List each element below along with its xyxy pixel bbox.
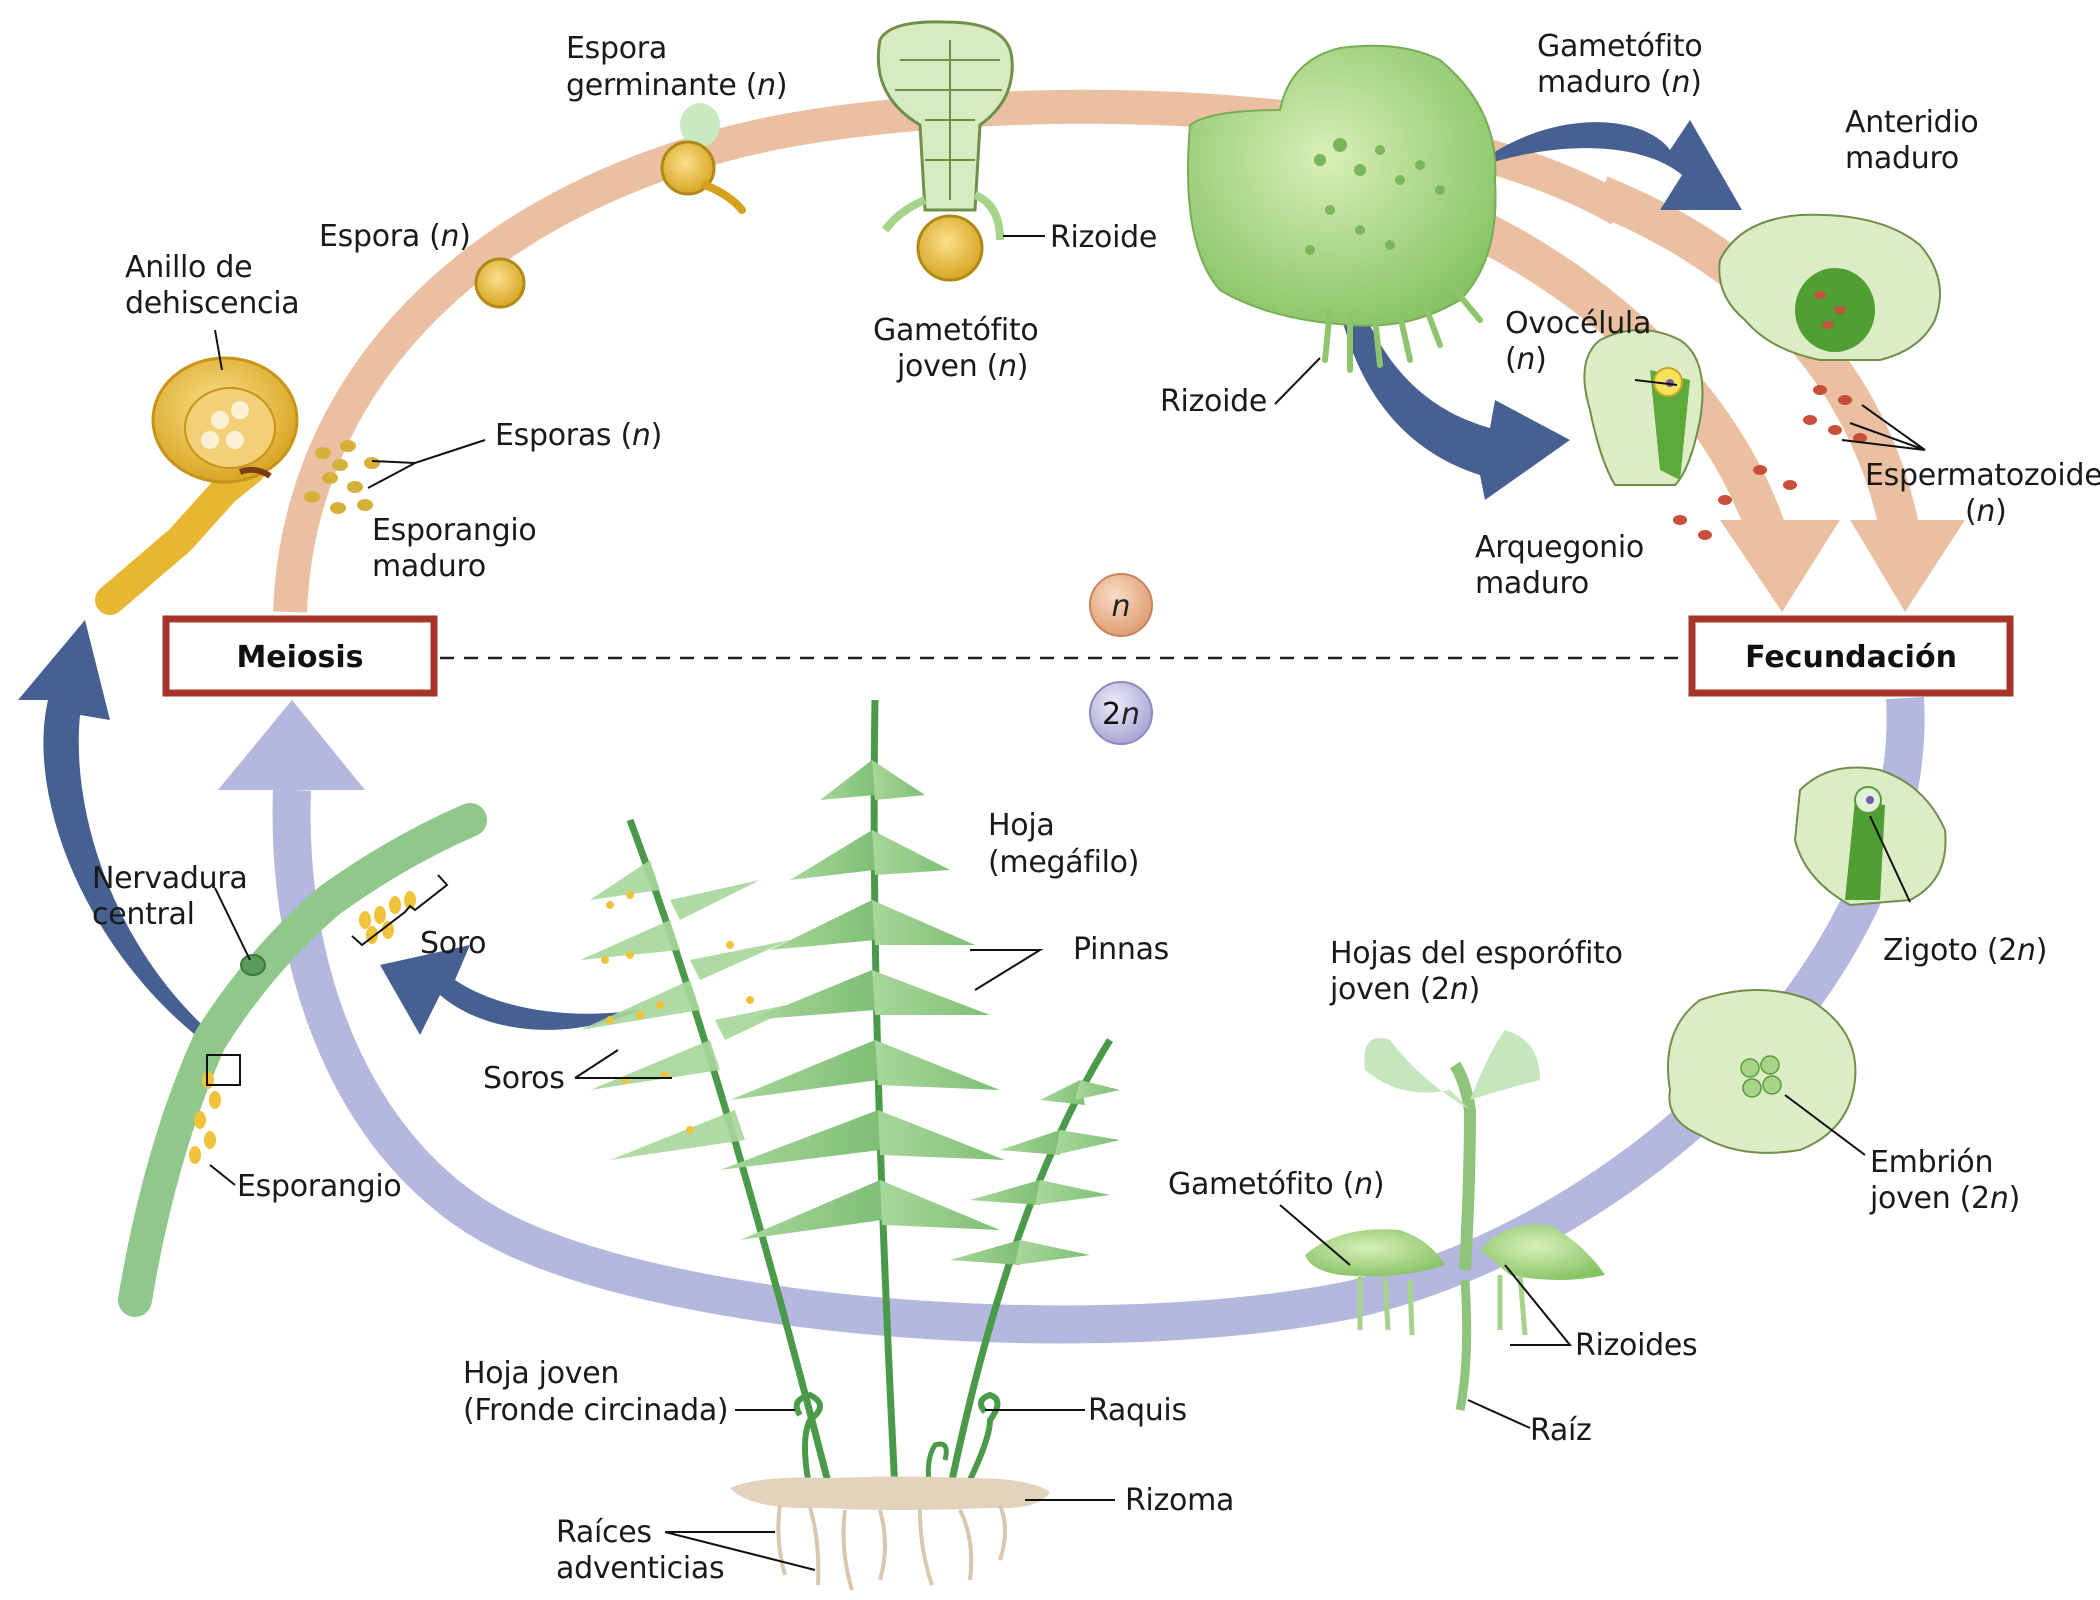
- label-soros: Soros: [483, 1061, 565, 1096]
- label-esporangio: Esporangio: [237, 1169, 401, 1204]
- label-esporangio-maduro-line1: Esporangio: [372, 513, 536, 548]
- fecundacion-label: Fecundación: [1745, 640, 1957, 675]
- label-soro: Soro: [420, 926, 486, 961]
- label-raices-line1: Raíces: [556, 1515, 652, 1550]
- ploidy-n-badge: n: [1089, 573, 1153, 637]
- process-arrow-soros-to-soro: [380, 945, 640, 1035]
- label-hojas-esporofito-line2: joven (2n): [1329, 972, 1480, 1007]
- label-espermatozoide-line1: Espermatozoide: [1865, 458, 2100, 493]
- label-hoja-megafilo-line2: (megáfilo): [988, 845, 1139, 880]
- young-embryo-illustration: [1667, 989, 1857, 1154]
- young-sporophyte-illustration: [1305, 1030, 1605, 1411]
- fecundacion-stage-box: Fecundación: [1688, 615, 2014, 697]
- label-embrion-line1: Embrión: [1870, 1145, 1993, 1180]
- antheridium-illustration: [1718, 213, 1941, 361]
- zygote-illustration: [1793, 766, 1947, 907]
- process-arrow-gametophyte-to-antheridium: [1470, 120, 1742, 210]
- label-espora-germinante-line1: Espora: [566, 31, 667, 66]
- label-nervadura-line2: central: [92, 897, 195, 932]
- label-esporangio-maduro-line2: maduro: [372, 549, 486, 584]
- sperm-cells: [1673, 385, 1867, 540]
- ploidy-n-label: n: [1111, 589, 1130, 624]
- label-rizoide-maduro: Rizoide: [1160, 384, 1267, 419]
- label-gametofito-maduro-line1: Gametófito: [1537, 29, 1702, 64]
- germinating-spore-illustration: [660, 103, 746, 214]
- label-rizoides: Rizoides: [1575, 1328, 1697, 1363]
- label-embrion-line2: joven (2n): [1869, 1181, 2020, 1216]
- label-raices-line2: adventicias: [556, 1551, 724, 1586]
- label-hoja-joven-line1: Hoja joven: [463, 1356, 619, 1391]
- sporangium-detail-box: [206, 1054, 241, 1086]
- label-rizoide-joven: Rizoide: [1050, 220, 1157, 255]
- label-ovocelula-line2: (n): [1505, 342, 1547, 377]
- released-spores: [304, 440, 380, 514]
- label-arquegonio-line2: maduro: [1475, 566, 1589, 601]
- label-raquis: Raquis: [1088, 1393, 1187, 1428]
- label-anillo-line1: Anillo de: [125, 250, 252, 285]
- label-esporas: Esporas (n): [495, 418, 662, 453]
- archegonium-illustration: [1583, 329, 1704, 486]
- label-anillo-line2: dehiscencia: [125, 286, 299, 321]
- haploid-arrowhead-left: [1720, 520, 1840, 612]
- label-hoja-joven-line2: (Fronde circinada): [463, 1393, 728, 1428]
- pinna-detail-illustration: [118, 803, 487, 1317]
- label-anteridio-line1: Anteridio: [1845, 105, 1978, 140]
- label-gametofito-joven-line1: Gametófito: [873, 313, 1038, 348]
- meiosis-label: Meiosis: [236, 640, 363, 675]
- label-espermatozoide-line2: (n): [1965, 494, 2007, 529]
- label-ovocelula-line1: Ovocélula: [1505, 306, 1651, 341]
- label-hoja-megafilo-line1: Hoja: [988, 808, 1054, 843]
- label-espora-germinante-line2: germinante (n): [566, 68, 787, 103]
- ploidy-2n-badge: 2n: [1089, 681, 1153, 745]
- spore-illustration: [474, 257, 526, 309]
- haploid-arrowhead-right: [1850, 520, 1965, 612]
- mature-sporangium-illustration: [95, 356, 299, 615]
- label-anteridio-line2: maduro: [1845, 141, 1959, 176]
- young-gametophyte-illustration: [876, 20, 1014, 282]
- process-arrow-sporangium-to-meiosis: [18, 620, 225, 1050]
- label-gametofito-joven-line2: joven (n): [896, 349, 1028, 384]
- meiosis-stage-box: Meiosis: [162, 615, 438, 697]
- label-raiz: Raíz: [1530, 1413, 1591, 1448]
- label-gametofito-maduro-line2: maduro (n): [1537, 65, 1702, 100]
- label-pinnas: Pinnas: [1073, 932, 1169, 967]
- label-gametofito-n: Gametófito (n): [1168, 1167, 1384, 1202]
- label-espora: Espora (n): [319, 219, 471, 254]
- leader-lines: [209, 235, 1926, 1571]
- label-zigoto: Zigoto (2n): [1883, 933, 2047, 968]
- fern-sporophyte-illustration: [580, 699, 1120, 1591]
- label-rizoma: Rizoma: [1125, 1483, 1234, 1518]
- process-arrow-gametophyte-to-archegonium: [1328, 165, 1570, 500]
- label-nervadura-line1: Nervadura: [92, 861, 247, 896]
- diploid-arrowhead: [218, 700, 365, 790]
- label-arquegonio-line1: Arquegonio: [1475, 530, 1644, 565]
- label-hojas-esporofito-line1: Hojas del esporófito: [1330, 936, 1623, 971]
- ploidy-2n-label: 2n: [1102, 697, 1140, 732]
- mature-gametophyte-illustration: [1187, 44, 1497, 373]
